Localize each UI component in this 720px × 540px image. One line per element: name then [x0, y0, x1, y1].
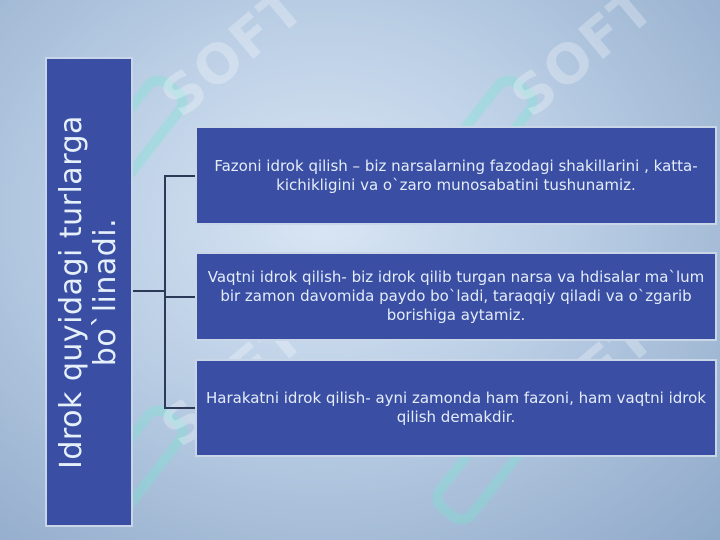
watermark-text: SOFT	[149, 0, 318, 130]
child-node-text: Vaqtni idrok qilish- biz idrok qilib tur…	[207, 268, 705, 324]
root-node: Idrok quyidagi turlarga bo`linadi.	[45, 57, 133, 527]
child-node-motion-perception: Harakatni idrok qilish- ayni zamonda ham…	[195, 359, 717, 457]
child-node-text: Harakatni idrok qilish- ayni zamonda ham…	[205, 389, 706, 426]
connector-trunk	[164, 175, 166, 408]
root-label: Idrok quyidagi turlarga bo`linadi.	[54, 115, 123, 469]
connector-root-stem	[133, 290, 165, 292]
watermark-text: SOFT	[499, 0, 668, 130]
connector-branch-2	[164, 296, 195, 298]
child-node-text: Fazoni idrok qilish – biz narsalarning f…	[214, 156, 698, 194]
child-node-time-perception: Vaqtni idrok qilish- biz idrok qilib tur…	[195, 252, 717, 341]
connector-branch-3	[164, 407, 195, 409]
child-node-space-perception: Fazoni idrok qilish – biz narsalarning f…	[195, 126, 717, 225]
connector-branch-1	[164, 175, 195, 177]
